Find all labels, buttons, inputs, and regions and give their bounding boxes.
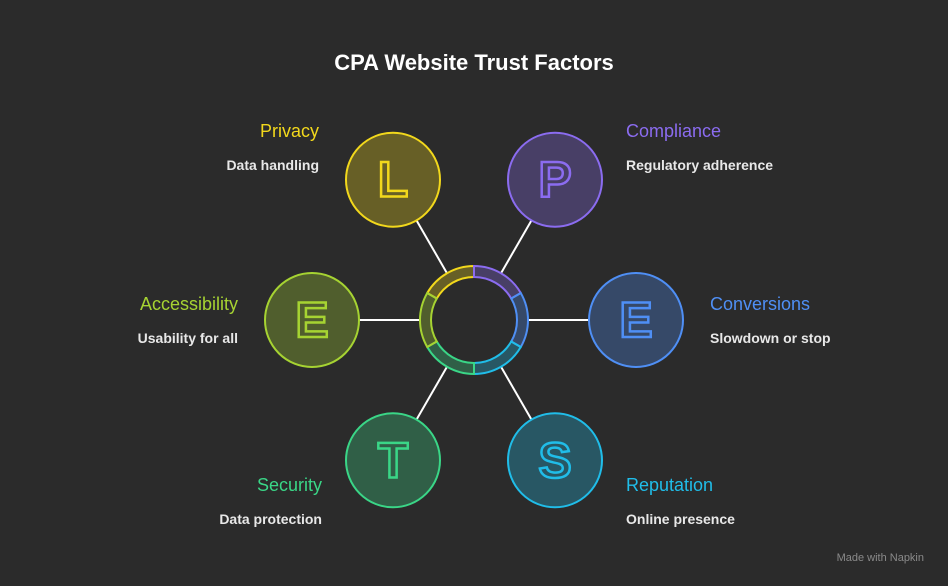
desc-accessibility: Usability for all (137, 330, 238, 346)
desc-reputation: Online presence (626, 511, 735, 527)
circle-conversions (588, 272, 684, 368)
letter-icon-reputation: S (538, 432, 571, 488)
ring-segment-conversions (509, 291, 529, 349)
napkin-watermark: Made with Napkin (836, 552, 924, 564)
letter-icon-conversions: E (619, 292, 652, 348)
label-compliance: Compliance (626, 121, 722, 141)
circle-compliance (507, 131, 603, 228)
label-reputation: Reputation (626, 475, 714, 495)
label-accessibility: Accessibility (139, 294, 238, 314)
ring-segment-compliance (473, 264, 523, 300)
connector-line (415, 366, 448, 421)
label-conversions: Conversions (710, 294, 811, 314)
circle-privacy (345, 131, 441, 228)
desc-security: Data protection (219, 511, 322, 527)
connector-line (500, 366, 533, 421)
label-privacy: Privacy (259, 121, 319, 141)
ring-segment-privacy (425, 264, 475, 300)
connector-line (415, 219, 448, 274)
circle-accessibility (264, 272, 360, 368)
letter-icon-accessibility: E (295, 292, 328, 348)
letter-icon-security: T (378, 432, 409, 488)
desc-privacy: Data handling (226, 157, 319, 173)
label-security: Security (256, 475, 322, 495)
desc-compliance: Regulatory adherence (626, 157, 774, 173)
diagram-title: CPA Website Trust Factors (334, 50, 614, 75)
letter-icon-privacy: L (378, 152, 409, 208)
circle-security (345, 412, 441, 509)
desc-conversions: Slowdown or stop (710, 330, 831, 346)
ring-segment-security (425, 340, 475, 376)
ring-segment-accessibility (419, 291, 439, 349)
circle-reputation (507, 412, 603, 509)
connector-line (500, 219, 533, 274)
ring-segment-reputation (473, 340, 523, 376)
letter-icon-compliance: P (538, 152, 571, 208)
